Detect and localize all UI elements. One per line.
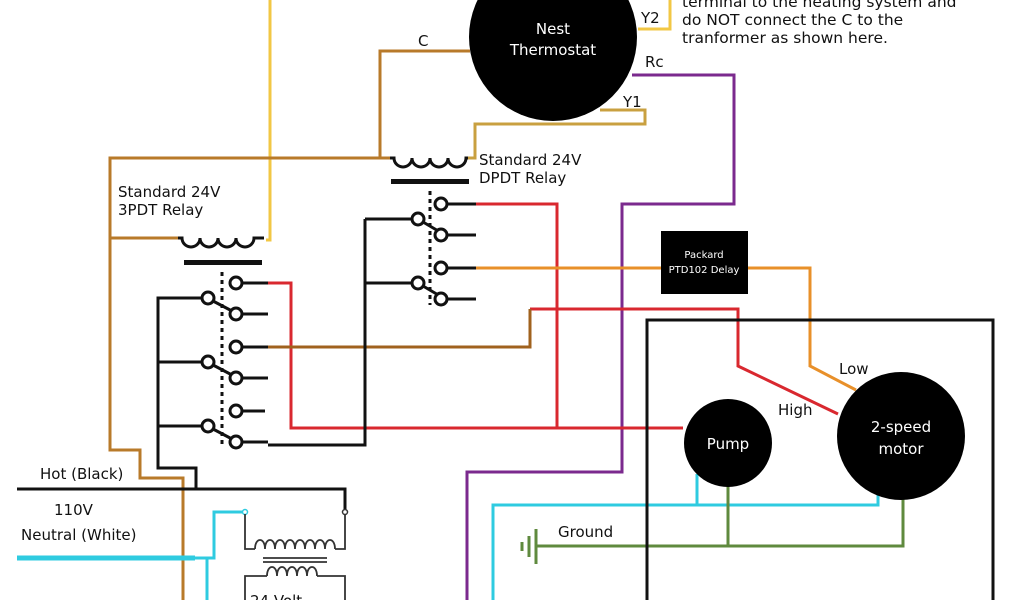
packard-delay[interactable]: Packard PTD102 Delay: [661, 231, 748, 294]
wire-red-dpdt: [476, 202, 683, 430]
delay-label-2: PTD102 Delay: [669, 265, 740, 276]
furnace-enclosure: [645, 318, 995, 600]
nest-thermostat[interactable]: Nest Thermostat: [469, 0, 637, 121]
dpdt-label-2: DPDT Relay: [479, 169, 566, 187]
thermostat-label-2: Thermostat: [509, 41, 596, 59]
two-speed-motor[interactable]: 2-speed motor: [837, 372, 965, 500]
3pdt-relay: [158, 236, 268, 450]
wire-hot-black: [17, 487, 347, 512]
wire-red-3pdt: [268, 281, 557, 430]
high-speed-label: High: [778, 401, 812, 419]
transformer-secondary: [266, 566, 318, 577]
transformer-label: 24 Volt: [250, 592, 302, 600]
note-line-1: terminal to the heating system and: [682, 0, 956, 11]
ground-label: Ground: [558, 523, 613, 541]
thermostat-label-1: Nest: [536, 20, 570, 38]
wire-neutral-cyan-loads: [491, 494, 880, 600]
dpdt-coil: [390, 156, 468, 169]
motor-label-1: 2-speed: [871, 418, 931, 436]
hot-label: Hot (Black): [40, 465, 123, 483]
ground-icon: [520, 529, 538, 564]
terminal-c-label: C: [418, 32, 428, 50]
terminal-y2-label: Y2: [640, 9, 660, 27]
wire-y2-yellow-thermostat: [638, 0, 672, 31]
wire-hot-black-relay: [156, 296, 205, 489]
note-line-2: do NOT connect the C to the: [682, 11, 903, 29]
transformer-primary: [254, 539, 336, 550]
neutral-label: Neutral (White): [21, 526, 136, 544]
motor-label-2: motor: [878, 440, 924, 458]
dpdt-relay: [268, 156, 476, 447]
delay-label-1: Packard: [684, 250, 723, 261]
note-line-3: tranformer as shown here.: [682, 29, 888, 47]
3pdt-core: [184, 260, 262, 265]
voltage-label: 110V: [54, 501, 94, 519]
3pdt-label-1: Standard 24V: [118, 183, 221, 201]
pump[interactable]: Pump: [684, 399, 772, 487]
transformer: 24 Volt: [241, 508, 349, 600]
dpdt-core: [391, 179, 469, 184]
wire-red-high: [530, 307, 839, 416]
warning-note: terminal to the heating system and do NO…: [682, 0, 956, 47]
3pdt-coil: [178, 236, 264, 249]
wire-brown-3pdt-mid: [268, 309, 532, 349]
low-speed-label: Low: [839, 360, 869, 378]
wire-ground-green: [536, 498, 905, 548]
wire-y2-yellow: [266, 0, 272, 242]
3pdt-label-2: 3PDT Relay: [118, 201, 203, 219]
terminal-rc-label: Rc: [645, 53, 664, 71]
wire-neutral-cyan-thin: [195, 510, 245, 560]
pump-label: Pump: [707, 435, 749, 453]
wire-rc-purple: [465, 73, 736, 600]
dpdt-label-1: Standard 24V: [479, 151, 582, 169]
wire-c-brown: [108, 49, 470, 600]
wire-y1-ochre: [468, 108, 647, 160]
wire-orange-low-motor: [748, 266, 857, 392]
terminal-y1-label: Y1: [622, 93, 642, 111]
